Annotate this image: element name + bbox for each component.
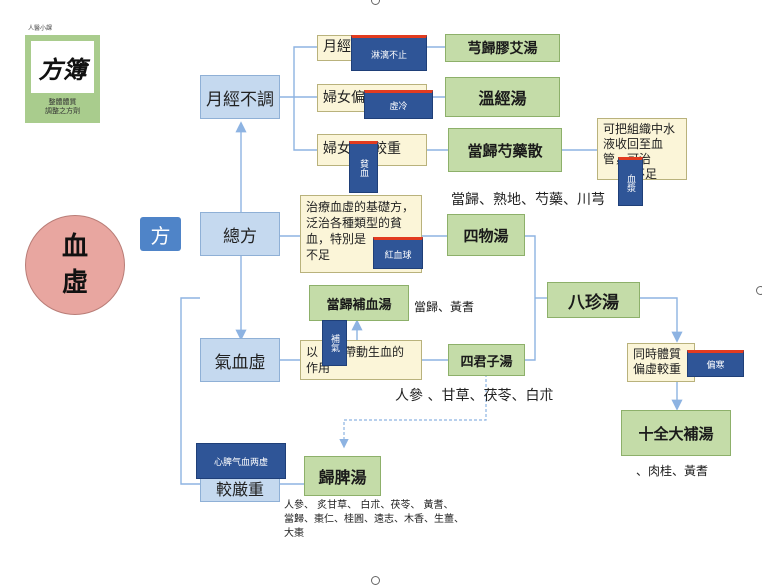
tag-t1: 淋漓不止 — [351, 35, 427, 71]
node-yuejing: 月經不調 — [200, 75, 280, 119]
formula-f7: 四君子湯 — [448, 344, 525, 376]
center-label-line1: 血 — [61, 232, 88, 262]
formula-f1: 芎歸膠艾湯 — [445, 34, 560, 62]
link-left-loop — [180, 297, 200, 485]
tag-t8: 心脾气血两虚 — [196, 443, 286, 479]
note-tongshi: 同時體質偏虛較重 — [627, 343, 695, 382]
logo-top-text: 人醫小課 — [28, 25, 53, 32]
ingredients-siwu: 當歸、熟地、芍藥、川芎 — [451, 192, 605, 208]
note-zongfang-desc-text: 治療血虛的基礎方，泛治各種類型的貧血，特別是 — [306, 200, 415, 246]
logo-card: 人醫小課 方簿 整體體質 調整之方劑 — [25, 25, 100, 123]
tag-t4: 血漿 — [618, 157, 643, 206]
ingredients-guipi-2: 當歸、棗仁、桂圓、遠志、木香、生薑、 — [284, 514, 464, 525]
fang-tag: 方 — [140, 217, 181, 251]
tag-t6: 補氣 — [322, 320, 347, 366]
tag-t3: 貧血 — [349, 141, 378, 193]
dashed-arrow-f7-f9 — [339, 374, 487, 449]
selection-handle-bottom[interactable] — [371, 576, 380, 585]
ingredients-guipi-3: 大棗 — [284, 528, 304, 539]
formula-f9: 歸脾湯 — [304, 456, 381, 496]
formula-f6: 八珍湯 — [547, 282, 640, 318]
selection-handle-top[interactable] — [371, 0, 380, 5]
note-zongfang-desc-text2: 不足 — [306, 248, 331, 262]
selection-handle-right[interactable] — [756, 286, 762, 295]
formula-f2: 溫經湯 — [445, 77, 560, 117]
logo-calligraphy: 方簿 — [31, 41, 94, 93]
link-yuejing-c3 — [293, 97, 317, 151]
link-f4-f7 — [525, 235, 536, 361]
center-circle: 血 虛 — [25, 215, 125, 315]
formula-f3: 當歸芍藥散 — [448, 128, 562, 172]
ingredients-guipi-1: 人參、 炙甘草、 白朮、茯苓、 黃耆、 — [284, 500, 454, 511]
link-yuejing-c1 — [280, 46, 317, 98]
tag-t2: 虛冷 — [364, 90, 433, 119]
ingredients-shiquan: 、肉桂、黃耆 — [636, 464, 709, 478]
ingredients-buxue: 當歸、黃耆 — [414, 300, 475, 314]
note-qixue-desc: 以方帶動生血的作用 — [300, 340, 422, 380]
note-qixue-desc-b: 方帶動生血的作用 — [306, 345, 405, 375]
formula-f4: 四物湯 — [447, 214, 525, 256]
node-qixue: 氣血虛 — [200, 338, 280, 382]
logo-caption-line1: 整體體質 — [48, 98, 77, 106]
note-c3-b: 較重 — [373, 141, 401, 157]
note-c3-a: 婦女 — [323, 141, 351, 157]
ingredients-sijunzi: 人參 、甘草、茯苓、白朮 — [395, 388, 554, 404]
center-label-line2: 虛 — [61, 268, 88, 298]
tag-t7: 偏寒 — [687, 350, 744, 377]
logo-caption: 整體體質 調整之方劑 — [25, 98, 100, 116]
note-qixue-desc-a: 以 — [306, 345, 319, 359]
tag-t5: 紅血球 — [373, 237, 423, 269]
ingredients-guipi: 人參、 炙甘草、 白朮、茯苓、 黃耆、 當歸、棗仁、桂圓、遠志、木香、生薑、 大… — [284, 499, 464, 541]
logo-caption-line2: 調整之方劑 — [45, 107, 80, 115]
formula-f5: 當歸補血湯 — [309, 285, 409, 321]
node-zongfang: 總方 — [200, 212, 280, 256]
arrow-f6-tongshi — [640, 297, 683, 343]
note-far-right: 可把組織中水液收回至血管，可治 不足 — [597, 118, 687, 181]
formula-f8: 十全大補湯 — [621, 410, 731, 456]
